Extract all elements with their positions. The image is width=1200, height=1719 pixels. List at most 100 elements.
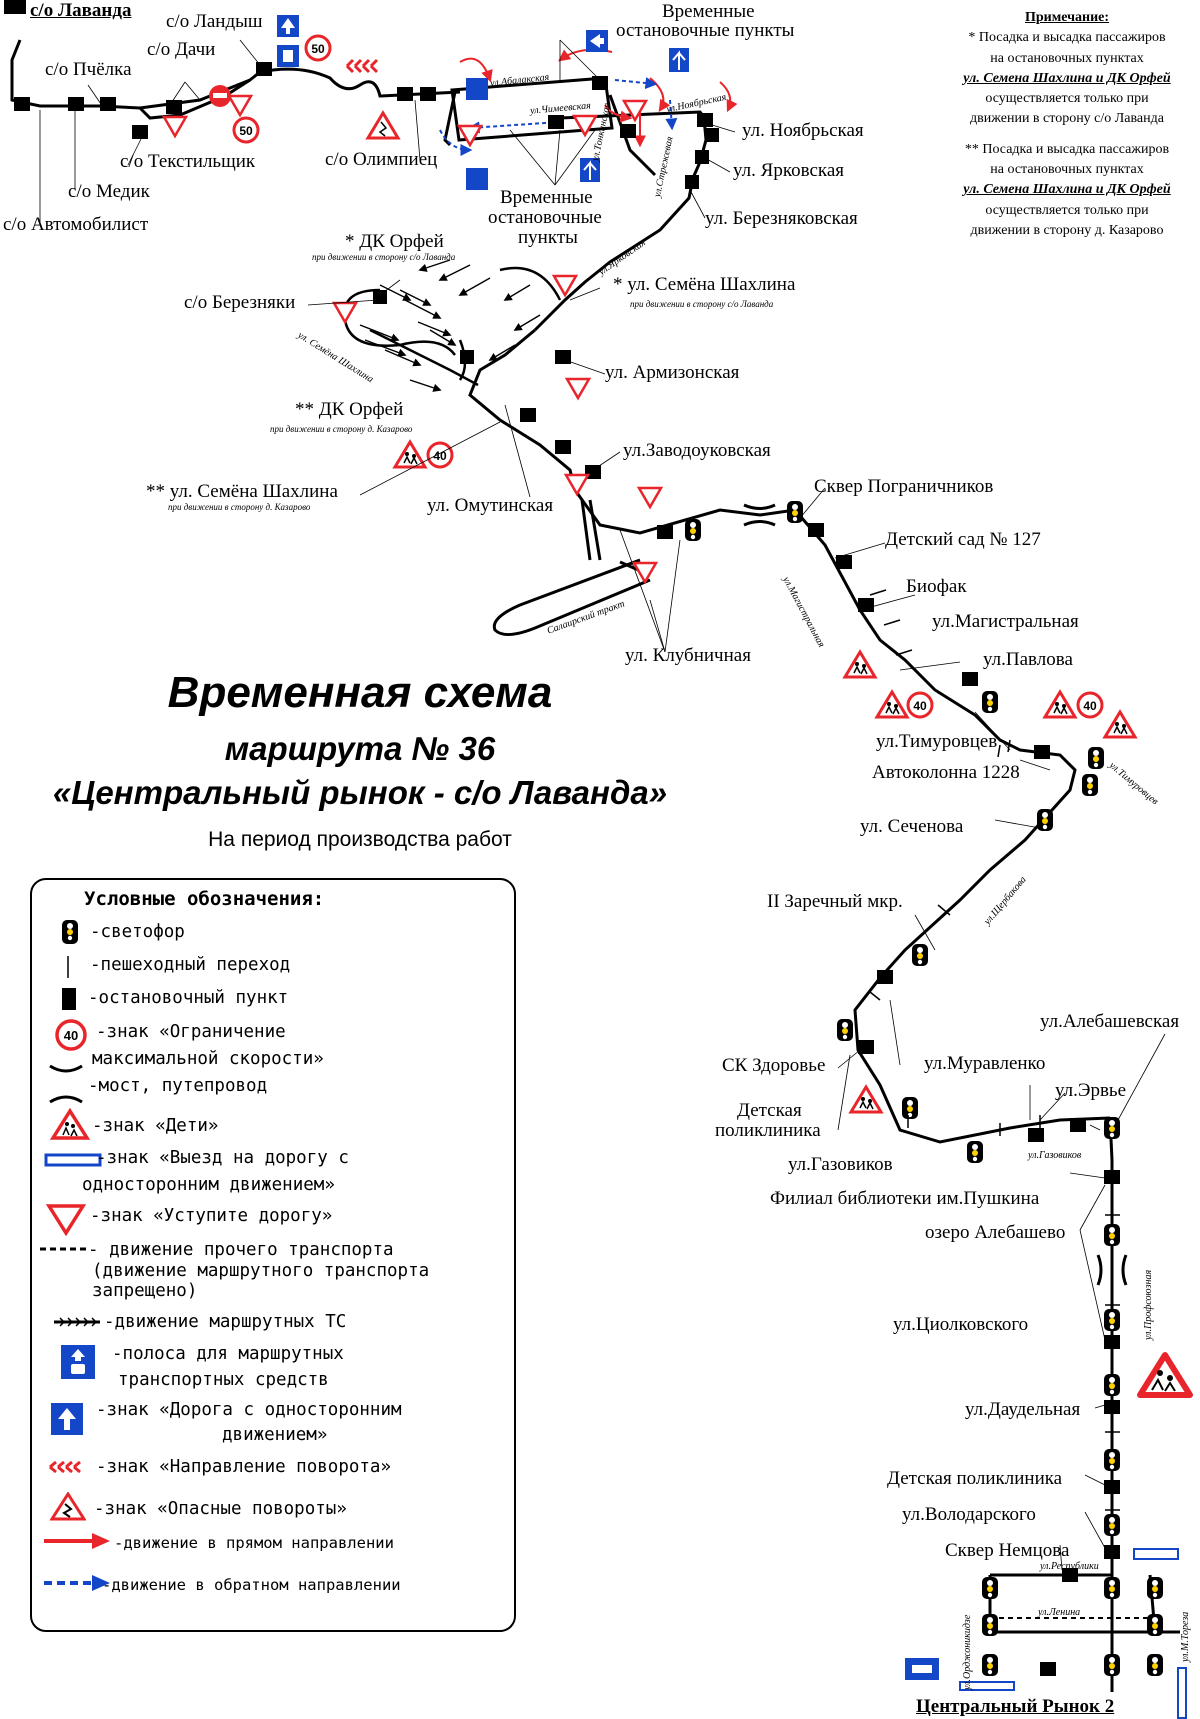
legend-crossing: -пешеходный переход bbox=[90, 955, 291, 975]
stop-label-volodarskogo: ул.Володарского bbox=[902, 1504, 1036, 1525]
stop-label-detskaya-poliklinika-1b: поликлиника bbox=[715, 1120, 821, 1141]
legend-forward-arrow-icon bbox=[44, 1533, 110, 1549]
legend-other-traffic-icon bbox=[40, 1247, 90, 1251]
period-note: На период производства работ bbox=[208, 828, 512, 851]
legend-bridge-icon bbox=[49, 1064, 83, 1104]
stop-label-filial-biblioteki: Филиал библиотеки им.Пушкина bbox=[770, 1188, 1040, 1209]
street-label-ordzhonikidze: ул.Орджоникидзе bbox=[962, 1614, 973, 1690]
legend-bus-lane-icon bbox=[61, 1345, 95, 1379]
dangerous-turns-sign bbox=[365, 110, 401, 140]
detour-box bbox=[450, 76, 657, 177]
big-children-sign bbox=[1137, 1352, 1193, 1398]
stop-label-skver-nemtsova: Сквер Немцова bbox=[945, 1540, 1070, 1561]
note-block: Примечание: * Посадка и высадка пассажир… bbox=[936, 8, 1198, 241]
legend-traffic-light-icon bbox=[62, 920, 78, 944]
stop-label-magistralnaya: ул.Магистральная bbox=[932, 611, 1079, 632]
note-title: Примечание: bbox=[1024, 10, 1110, 25]
stop-label-sk-zdorovie: СК Здоровье bbox=[722, 1055, 826, 1076]
legend-oneway-exit-1: -знак «Выезд на дорогу с bbox=[96, 1148, 349, 1168]
note-p1-line: осуществляется только при bbox=[985, 91, 1149, 107]
stop-label-dk-orfey-2: ** ДК Орфей bbox=[295, 399, 404, 420]
note-p2-line: осуществляется только при bbox=[985, 202, 1149, 218]
svg-text:40: 40 bbox=[64, 1028, 78, 1043]
stop-label-berezniaki: с/о Березняки bbox=[184, 292, 296, 313]
no-entry-sign bbox=[209, 85, 231, 107]
stop-label-landysh: с/о Ландыш bbox=[166, 11, 263, 32]
stop-label-pavlova: ул.Павлова bbox=[983, 649, 1073, 670]
title-block: Временная схема маршрута № 36 «Центральн… bbox=[0, 668, 720, 852]
legend-oneway-2: движением» bbox=[222, 1425, 328, 1445]
legend-bus-lane-2: транспортных средств bbox=[118, 1370, 329, 1390]
stop-label-muravlenko: ул.Муравленко bbox=[924, 1053, 1046, 1074]
svg-text:50: 50 bbox=[239, 124, 253, 138]
legend-other-2: (движение маршрутного транспорта bbox=[92, 1261, 430, 1281]
legend-oneway-exit-icon bbox=[44, 1153, 102, 1167]
stop-sublabel-shakhlina-2: при движении в сторону д. Казарово bbox=[168, 502, 311, 512]
legend-dangerous-turns: -знак «Опасные повороты» bbox=[94, 1499, 347, 1519]
stop-label-zarechny: II Заречный мкр. bbox=[767, 891, 903, 912]
legend-traffic-light: -светофор bbox=[90, 922, 185, 942]
pedestrian-crossings bbox=[869, 589, 1120, 1511]
speed-sign-40-b: 40 bbox=[906, 691, 934, 719]
note-p2-stops: ул. Семена Шахлина и ДК Орфей bbox=[963, 182, 1171, 198]
stop-label-pchelka: с/о Пчёлка bbox=[45, 59, 132, 80]
stop-label-avtomobilist: с/о Автомобилист bbox=[3, 214, 149, 235]
legend-other-1: - движение прочего транспорта bbox=[88, 1240, 394, 1260]
stop-label-shakhlina-1: * ул. Семёна Шахлина bbox=[613, 274, 796, 295]
stop-label-gazovikov: ул.Газовиков bbox=[788, 1154, 893, 1175]
route-arrows bbox=[359, 259, 541, 392]
legend-children-icon bbox=[50, 1108, 90, 1140]
stop-label-temp-top-2: остановочные пункты bbox=[616, 20, 795, 41]
legend-oneway-exit-2: односторонним движением» bbox=[82, 1175, 335, 1195]
stop-label-dk-orfey-1: * ДК Орфей bbox=[345, 231, 444, 252]
other-traffic-line bbox=[990, 1617, 1150, 1633]
legend-speed-icon: 40 bbox=[55, 1019, 87, 1051]
street-label-profsoyuznaya: ул.Профсоюзная bbox=[1143, 1269, 1154, 1340]
note-p1-line: * Посадка и высадка пассажиров bbox=[968, 30, 1166, 46]
stop-label-alebashevskaya: ул.Алебашевская bbox=[1040, 1011, 1180, 1032]
stop-label-olimpiets: с/о Олимпиец bbox=[325, 149, 438, 170]
stop-sublabel-dk-orfey-2: при движении в сторону д. Казарово bbox=[270, 424, 413, 434]
page-title: Временная схема bbox=[167, 668, 553, 717]
legend-dangerous-turns-icon bbox=[50, 1492, 86, 1521]
stop-sublabel-shakhlina-1: при движении в сторону с/о Лаванда bbox=[630, 299, 774, 309]
legend-bridge: -мост, путепровод bbox=[88, 1076, 268, 1096]
stop-label-detskaya-poliklinika-1a: Детская bbox=[737, 1100, 802, 1121]
legend-title: Условные обозначения: bbox=[84, 888, 325, 910]
svg-text:40: 40 bbox=[1083, 699, 1097, 713]
stop-sublabel-dk-orfey-1: при движении в сторону с/о Лаванда bbox=[312, 252, 456, 262]
note-p2-line: на остановочных пунктах bbox=[990, 162, 1144, 178]
stop-label-lavanda: с/о Лаванда bbox=[30, 0, 132, 21]
legend: Условные обозначения: -светофор -пешеход… bbox=[30, 878, 516, 1632]
stop-label-klubnichnaya: ул. Клубничная bbox=[625, 645, 751, 666]
legend-speed-1: -знак «Ограничение bbox=[96, 1022, 286, 1042]
stop-label-bereznyakovskaya: ул. Березняковская bbox=[705, 208, 858, 229]
svg-text:50: 50 bbox=[311, 42, 325, 56]
legend-reverse-arrow-icon bbox=[44, 1575, 110, 1591]
speed-sign-50-a: 50 bbox=[304, 34, 332, 62]
stop-label-medik: с/о Медик bbox=[68, 181, 150, 202]
stop-label-armizonskaya: ул. Армизонская bbox=[605, 362, 740, 383]
stop-label-detskaya-poliklinika-2: Детская поликлиника bbox=[887, 1468, 1063, 1489]
note-p2-line: движении в сторону д. Казарово bbox=[970, 222, 1164, 238]
stop-label-biofak: Биофак bbox=[906, 576, 967, 597]
stop-label-tekstilshchik: с/о Текстильщик bbox=[120, 151, 256, 172]
legend-turn-direction-icon bbox=[49, 1460, 81, 1474]
stop-label-ervie: ул.Эрвье bbox=[1055, 1080, 1127, 1101]
legend-stop-icon bbox=[62, 988, 76, 1010]
bridge-loop bbox=[492, 499, 651, 636]
stop-label-tsiolkovskogo: ул.Циолковского bbox=[893, 1314, 1029, 1335]
note-p2-line: ** Посадка и высадка пассажиров bbox=[964, 141, 1170, 157]
note-p1-line: движении в сторону с/о Лаванда bbox=[970, 111, 1164, 127]
legend-crossing-icon bbox=[67, 956, 69, 978]
stop-label-temp-bot-1: Временные bbox=[500, 187, 593, 208]
svg-text:40: 40 bbox=[913, 699, 927, 713]
note-p1-line: на остановочных пунктах bbox=[990, 50, 1144, 66]
legend-reverse: -движение в обратном направлении bbox=[102, 1576, 401, 1594]
stop-label-sechenova: ул. Сеченова bbox=[860, 816, 964, 837]
speed-sign-40-c: 40 bbox=[1076, 691, 1104, 719]
stop-label-ozero-alebashevo: озеро Алебашево bbox=[925, 1222, 1066, 1243]
street-label-lenina: ул.Ленина bbox=[1038, 1607, 1081, 1618]
legend-bus-lane-1: -полоса для маршрутных bbox=[112, 1344, 344, 1364]
